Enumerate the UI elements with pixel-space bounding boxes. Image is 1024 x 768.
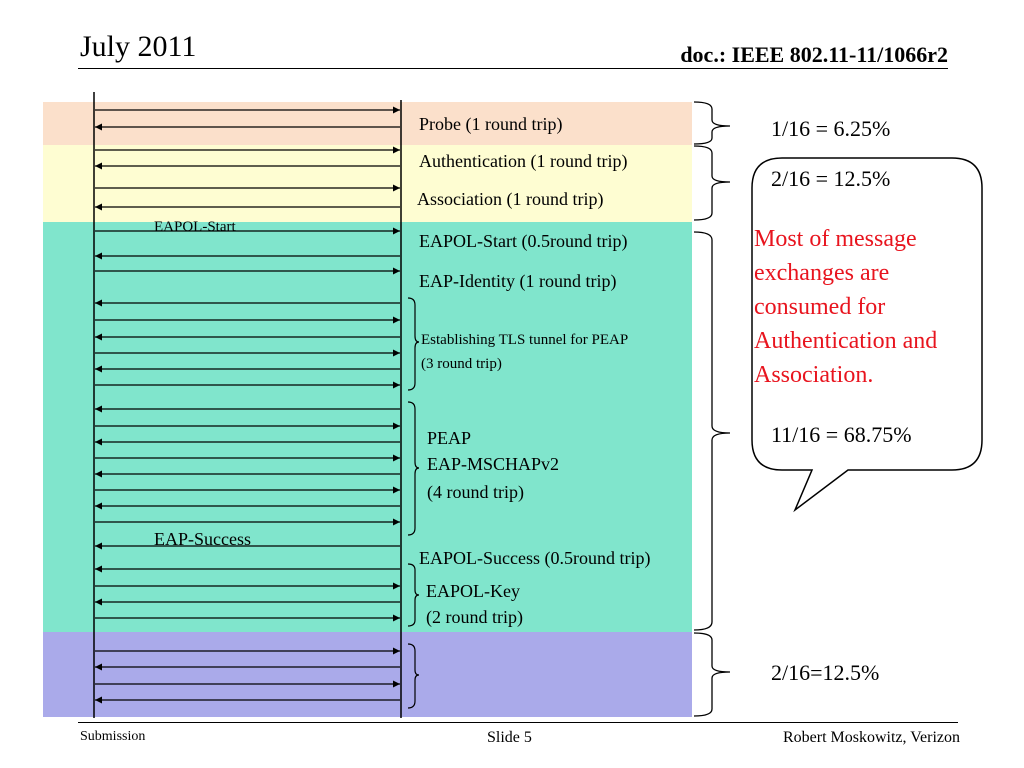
footer-submission: Submission: [80, 729, 146, 744]
final-brace: [693, 632, 731, 717]
auth-band: [43, 222, 692, 632]
slide-date: July 2011: [80, 30, 197, 63]
eapol-key-bracket: [407, 563, 420, 627]
mschapv2-label: EAP-MSCHAPv2: [427, 454, 559, 474]
peap-label: PEAP: [427, 428, 471, 448]
eap-success-arrow-label: EAP-Success: [154, 529, 251, 549]
probe-label: Probe (1 round trip): [419, 114, 562, 135]
final-ratio: 2/16=12.5%: [771, 660, 879, 685]
note-text: Most of message exchanges are consumed f…: [754, 226, 938, 388]
tls-round-trip-label: (3 round trip): [421, 356, 502, 372]
document-id: doc.: IEEE 802.11-11/1066r2: [680, 42, 948, 67]
auth-ratio: 11/16 = 68.75%: [771, 422, 912, 447]
assoc-brace: [693, 145, 731, 221]
header-rule: [78, 68, 948, 69]
footer-rule: [78, 722, 958, 723]
slide-number: Slide 5: [487, 729, 532, 746]
probe-ratio: 1/16 = 6.25%: [771, 116, 890, 141]
eapol-start-label: EAPOL-Start (0.5round trip): [419, 231, 627, 252]
message-arrows: [95, 106, 400, 704]
probe-brace: [693, 101, 731, 145]
assoc-band: [43, 145, 692, 222]
assoc-ratio: 2/16 = 12.5%: [771, 166, 890, 191]
eapol-success-label: EAPOL-Success (0.5round trip): [419, 548, 650, 569]
eapol-start-arrow-label: EAPOL-Start: [154, 219, 236, 235]
probe-band: [43, 102, 692, 145]
eap-identity-label: EAP-Identity (1 round trip): [419, 271, 616, 292]
auth-brace: [693, 231, 731, 631]
footer-author: Robert Moskowitz, Verizon: [782, 729, 960, 746]
note-callout: [751, 157, 983, 513]
association-label: Association (1 round trip): [417, 189, 603, 210]
tls-bracket: [407, 297, 420, 391]
final-bracket: [407, 643, 420, 709]
eapol-key-label: EAPOL-Key: [426, 581, 520, 601]
final-band: [43, 632, 692, 717]
eapol-key-round-trip-label: (2 round trip): [426, 607, 523, 628]
tls-tunnel-label: Establishing TLS tunnel for PEAP: [421, 332, 628, 348]
authentication-label: Authentication (1 round trip): [419, 151, 627, 172]
peap-bracket: [407, 401, 420, 536]
peap-round-trip-label: (4 round trip): [427, 482, 524, 503]
